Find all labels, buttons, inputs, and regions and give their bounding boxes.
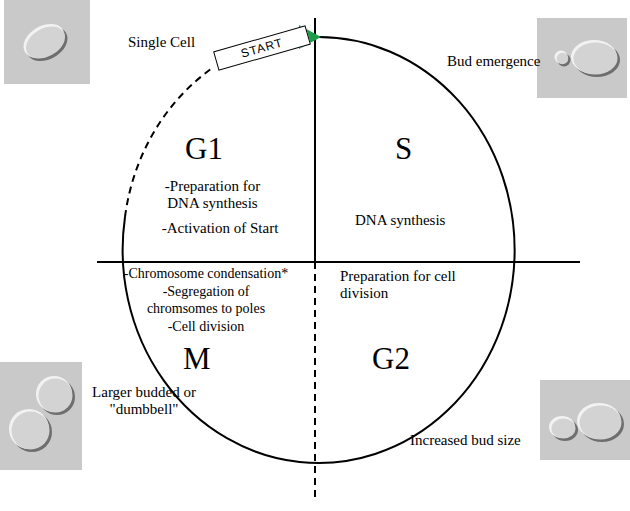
stage-label: Single Cell: [128, 34, 208, 51]
phase-divider-dashed: [314, 262, 316, 502]
phase-name: G1: [185, 132, 245, 166]
stage-label: Increased bud size: [410, 432, 550, 449]
phase-description: -Segregation of chromsomes to poles: [131, 283, 281, 317]
checkpoint-label: START: [239, 34, 285, 62]
cell-photo-single: [4, 0, 90, 84]
phase-quadrant: G1 -Preparation for DNA synthesis -Activat…: [100, 40, 315, 262]
phase-description: DNA synthesis: [355, 212, 495, 229]
phase-quadrant: S DNA synthesis: [315, 40, 530, 262]
phase-description: -Activation of Start: [150, 220, 290, 237]
start-checkpoint-box: START: [213, 25, 311, 71]
phase-name: G2: [372, 342, 432, 376]
stage-label: Larger budded or "dumbbell": [84, 384, 204, 418]
cell-photo-dumbbell: [0, 362, 82, 470]
phase-name: M: [183, 342, 233, 376]
phase-description: Preparation for cell division: [340, 268, 458, 302]
phase-quadrant: -Chromosome condensation*-Segregation of…: [100, 262, 315, 472]
phase-divider: [97, 261, 580, 263]
phase-description: -Chromosome condensation*: [100, 265, 312, 282]
cell-photo-large-bud: [540, 380, 630, 460]
stage-label: Bud emergence: [447, 53, 557, 70]
phase-description: -Preparation for DNA synthesis: [150, 178, 275, 212]
phase-divider: [314, 18, 316, 262]
phase-name: S: [395, 132, 435, 166]
cell-photo-bud: [537, 18, 627, 98]
phase-description: -Cell division: [100, 318, 312, 335]
